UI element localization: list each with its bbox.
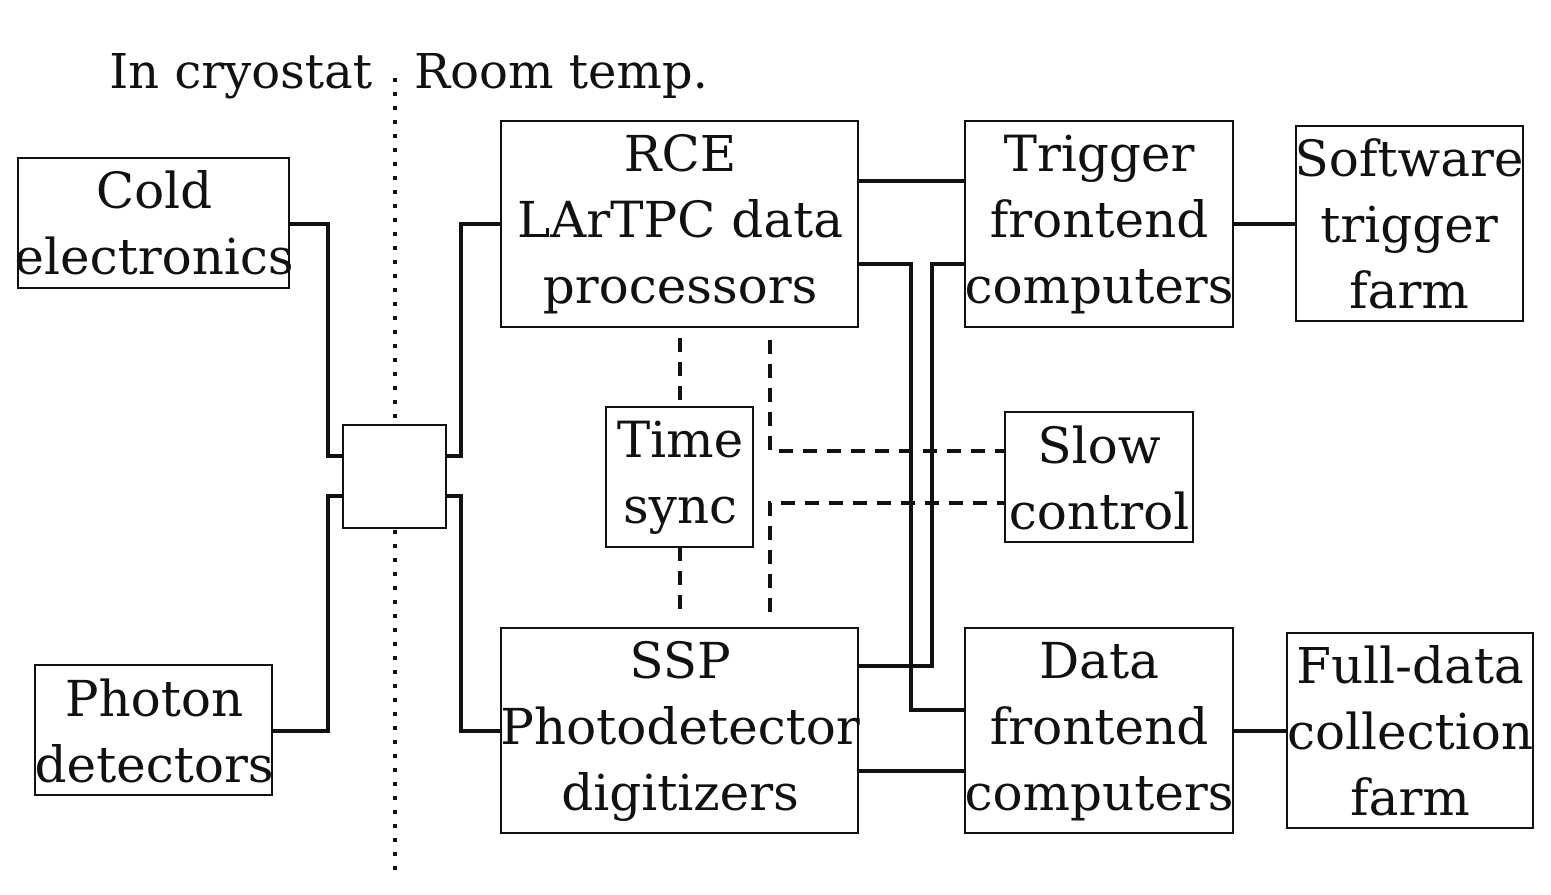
box-line: digitizers (561, 764, 799, 822)
box-line: detectors (34, 736, 273, 794)
feedthrough-box (342, 424, 447, 529)
box-line: control (1009, 483, 1189, 541)
cold-electronics-box: Cold electronics (14, 157, 294, 289)
conn-feedthrough-to-rce (446, 222, 501, 458)
box-line: frontend (990, 698, 1209, 756)
box-line: farm (1349, 262, 1469, 320)
box-line: SSP (629, 632, 730, 690)
room-temp-label: Room temp. (414, 44, 708, 100)
rce-box: RCE LArTPC data processors (500, 120, 859, 328)
dash-rce-to-slowcontrol (768, 340, 1005, 453)
conn-feedthrough-to-ssp (446, 494, 501, 733)
full-data-collection-farm-box: Full-data collection farm (1286, 632, 1534, 829)
conn-rce-to-data (858, 262, 965, 712)
conn-ssp-to-trigger (858, 262, 965, 668)
slow-control-box: Slow control (1004, 411, 1194, 543)
box-line: Data (1039, 632, 1159, 690)
box-line: frontend (990, 191, 1209, 249)
box-line: Photodetector (500, 698, 860, 756)
box-line: Time (617, 411, 743, 469)
ssp-box: SSP Photodetector digitizers (500, 627, 860, 834)
software-trigger-farm-box: Software trigger farm (1294, 125, 1524, 322)
trigger-frontend-box: Trigger frontend computers (964, 120, 1234, 328)
box-line: Trigger (1004, 125, 1195, 183)
conn-photon-to-feedthrough (272, 494, 343, 733)
box-line: Software (1294, 130, 1523, 188)
data-frontend-box: Data frontend computers (964, 627, 1234, 834)
box-line: processors (543, 257, 818, 315)
box-line: collection (1287, 703, 1533, 761)
in-cryostat-label: In cryostat (109, 44, 372, 100)
box-line: trigger (1320, 196, 1498, 254)
box-line: Cold (96, 162, 212, 220)
box-line: sync (623, 477, 737, 535)
photon-detectors-box: Photon detectors (34, 664, 274, 796)
time-sync-box: Time sync (605, 406, 754, 548)
box-line: electronics (14, 228, 293, 286)
box-line: farm (1350, 769, 1470, 827)
box-line: computers (965, 257, 1234, 315)
dash-ssp-to-slowcontrol (768, 501, 1005, 612)
box-line: Slow (1037, 417, 1160, 475)
conn-cold-to-feedthrough (289, 222, 343, 458)
box-line: Full-data (1296, 637, 1524, 695)
box-line: Photon (65, 670, 243, 728)
box-line: computers (965, 764, 1234, 822)
box-line: RCE (624, 125, 736, 183)
box-line: LArTPC data (517, 191, 843, 249)
